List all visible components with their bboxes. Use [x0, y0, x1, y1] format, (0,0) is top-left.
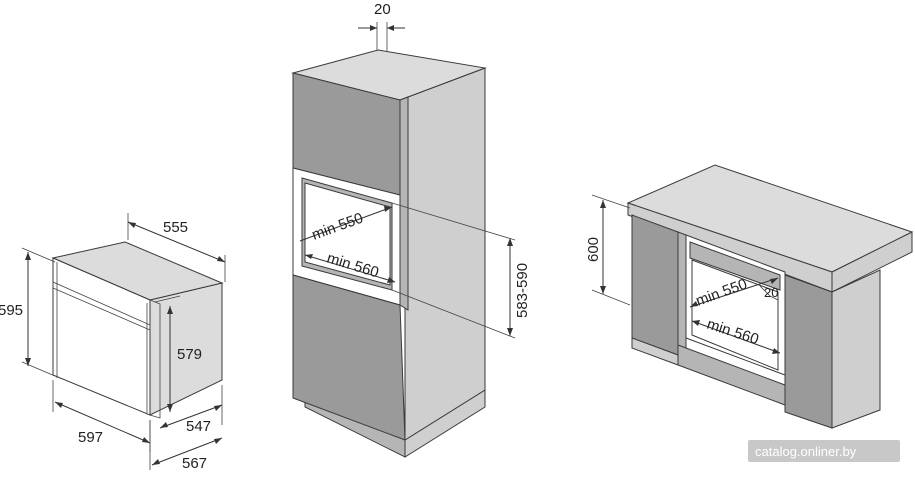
- dim-line-min560: [304, 254, 396, 283]
- left-cabinet-door: [631, 214, 679, 356]
- dim-line-547: [159, 404, 223, 429]
- dim-line-min550: [299, 206, 393, 242]
- oven-control-panel: [52, 281, 151, 331]
- under-counter-dimensions: 600 min 550 20 min 560: [585, 194, 781, 354]
- dim-595: 595: [0, 302, 23, 319]
- dim-line-min560-uc: [691, 320, 781, 354]
- cabinet-side: [399, 67, 486, 441]
- dim-line-597: [54, 401, 151, 444]
- oven-drawing: [51, 241, 224, 419]
- dim-583-590: 583-590: [514, 263, 531, 318]
- dim-555: 555: [163, 219, 188, 236]
- right-cabinet-door: [784, 274, 833, 429]
- dim-579: 579: [177, 346, 202, 363]
- dim-597: 597: [78, 429, 103, 446]
- dim-line-555: [127, 221, 226, 263]
- under-counter-drawing: [626, 164, 914, 429]
- tall-cabinet-drawing: [291, 49, 487, 458]
- dim-line-567: [151, 437, 223, 466]
- dim-line-min550-uc: [689, 277, 779, 308]
- dim-547: 547: [186, 418, 211, 435]
- dim-567: 567: [182, 455, 207, 472]
- cabinet-lower-door: [292, 274, 406, 441]
- oven-dimensions: 555 595 579 597 547 567: [0, 213, 226, 472]
- watermark: catalog.onliner.by: [748, 440, 900, 462]
- watermark-text: catalog.onliner.by: [755, 444, 857, 459]
- dim-20-uc: 20: [764, 285, 778, 300]
- dim-600: 600: [585, 237, 602, 262]
- dim-20-top: 20: [374, 1, 391, 18]
